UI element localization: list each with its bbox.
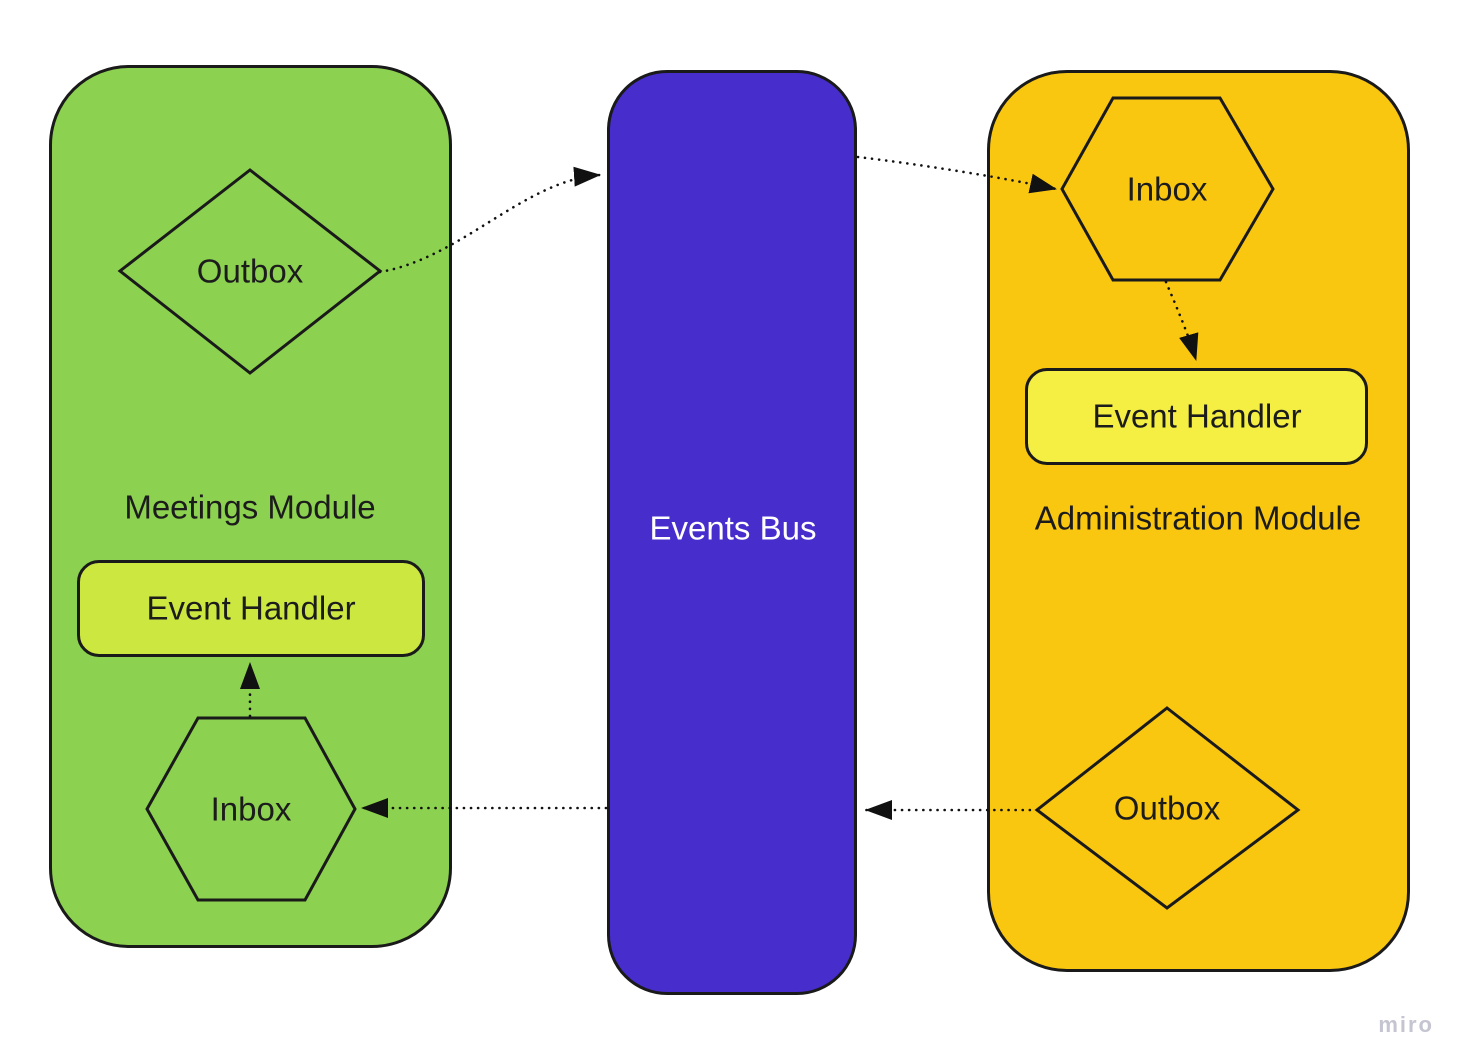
meetings-module-title: Meetings Module [124, 488, 376, 526]
miro-watermark: miro [1378, 1012, 1434, 1037]
meetings-event-handler-label: Event Handler [146, 589, 356, 627]
administration-event-handler-label: Event Handler [1092, 397, 1302, 435]
events-bus-title: Events Bus [649, 509, 817, 547]
meetings-outbox-label: Outbox [196, 252, 304, 290]
meetings-event-handler-box [77, 560, 425, 657]
events-bus-container [607, 70, 857, 995]
administration-inbox-label: Inbox [1126, 170, 1208, 208]
administration-module-title: Administration Module [1034, 499, 1362, 537]
meetings-inbox-label: Inbox [210, 790, 292, 828]
administration-event-handler-box [1025, 368, 1368, 465]
administration-outbox-label: Outbox [1113, 789, 1221, 827]
